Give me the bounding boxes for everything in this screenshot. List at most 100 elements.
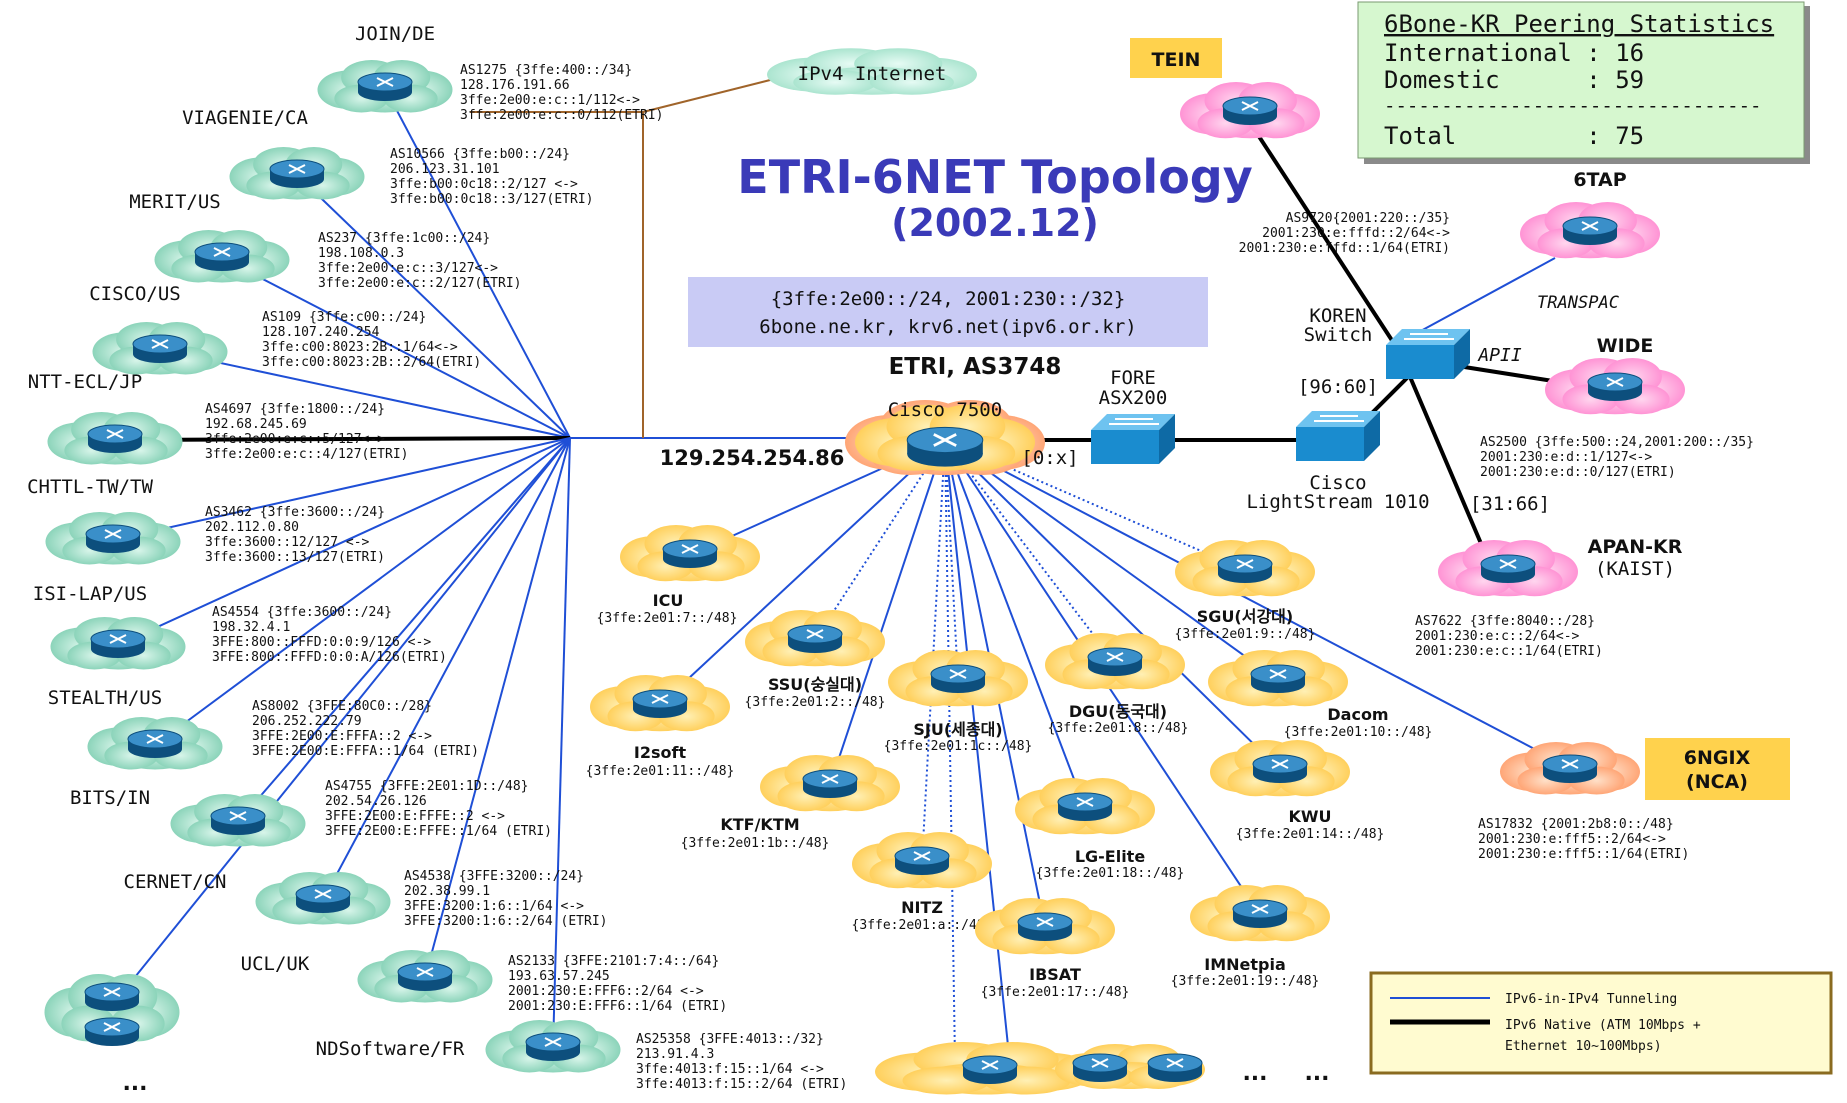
router-icon [1072,1053,1128,1082]
domestic-name: SJU(세종대) [913,720,1002,739]
lightstream-port: [96:60] [1298,376,1378,398]
router-icon [662,539,718,568]
ipv4-internet-label: IPv4 Internet [798,63,947,85]
link-ndsoftware-fr [552,437,571,1049]
link-viagenie-ca [296,174,571,439]
apii-label: APII [1477,345,1522,366]
router-icon [269,159,325,188]
router-icon [1087,647,1143,676]
peer-info-line: 213.91.4.3 [636,1047,714,1062]
fore-label-1: FORE [1110,367,1156,389]
link-join-de [384,87,571,439]
link-stealth-us [154,437,571,746]
ngix-label-2: (NCA) [1686,771,1748,793]
domestic-name: DGU(동국대) [1069,702,1167,721]
link-etri-6ngix [944,439,1566,766]
domestic-prefix: {3ffe:2e01:a::/48} [852,918,993,933]
link-koren-tein [1243,113,1397,347]
koren-label-1: KOREN [1309,305,1366,327]
wide-label: WIDE [1597,335,1654,357]
etri-router-label: Cisco 7500 [888,399,1002,421]
koren-switch-icon [1386,329,1470,379]
ngix-badge [1645,738,1790,800]
peer-name: NTT-ECL/JP [28,371,142,393]
link-isi-lap-us [117,437,571,646]
peer-info-line: 3ffe:b00:0c18::3/127(ETRI) [390,192,594,207]
router-icon [357,72,413,101]
domestic-prefix: {3ffe:2e01:19::/48} [1171,974,1320,989]
peer-info-line: 192.68.245.69 [205,417,307,432]
stats-domestic: Domestic : 59 [1384,66,1644,94]
stats-separator: --------------------------------- [1384,95,1762,117]
fore-label-2: ASX200 [1099,387,1168,409]
domestic-name: IMNetpia [1204,955,1286,974]
fore-asx200-switch-icon [1091,414,1175,464]
peer-info-line: 3ffe:2e00:e:c::3/127<-> [318,261,498,276]
peer-info-line: AS8002 {3FFE:80C0::/28} [252,699,432,714]
apan-info-line: 2001:230:e:c::2/64<-> [1415,629,1580,644]
link-ntt-ecl-jp [114,436,571,442]
domestic-prefix: {3ffe:2e01:9::/48} [1175,627,1316,642]
etri-address: 129.254.254.86 [660,446,845,470]
peer-info-line: 3ffe:3600::12/127 <-> [205,535,370,550]
link-unlabeled-peer [109,437,571,1009]
stats-title: 6Bone-KR Peering Statistics [1384,10,1774,38]
router-icon [1542,754,1598,783]
sixtap-info-line: AS9720{2001:220::/35} [1286,211,1450,226]
apan-port: [31:66] [1470,493,1550,515]
peer-info-line: AS1275 {3ffe:400::/34} [460,63,632,78]
peer-info-line: 3ffe:b00:0c18::2/127 <-> [390,177,578,192]
link-cernet-cn [322,437,571,901]
ngix-info-line: 2001:230:e:fff5::2/64<-> [1478,832,1666,847]
ngix-info-line: 2001:230:e:fff5::1/64(ETRI) [1478,847,1689,862]
link-domestic [944,439,1116,664]
domestic-name: IBSAT [1029,965,1081,984]
peer-info-line: 3ffe:2e00:e:c::4/127(ETRI) [205,447,409,462]
domestic-prefix: {3ffe:2e01:10::/48} [1284,725,1433,740]
peer-name: BITS/IN [70,787,150,809]
peer-info-line: AS4538 {3FFE:3200::/24} [404,869,584,884]
wide-info-line: 2001:230:e:d::0/127(ETRI) [1480,465,1676,480]
cisco-7500-router-icon [906,426,984,467]
router-icon [930,664,986,693]
peer-info-line: AS10566 {3ffe:b00::/24} [390,147,570,162]
ngix-info-line: AS17832 {2001:2b8:0::/48} [1478,817,1674,832]
link-domestic [921,439,946,863]
domestic-prefix: {3ffe:2e01:11::/48} [586,764,735,779]
router-icon [132,334,188,363]
router-icon [894,846,950,875]
peer-info-line: AS109 {3ffe:c00::/24} [262,310,426,325]
domestic-prefix: {3ffe:2e01:1c::/48} [884,739,1033,754]
link-cisco-us [159,349,571,439]
domestic-prefix: {3ffe:2e01:7::/48} [597,611,738,626]
peer-info-line: 202.38.99.1 [404,884,490,899]
router-icon [127,729,183,758]
peer-info-line: 3ffe:4013:f:15::2/64 (ETRI) [636,1077,847,1092]
router-icon [295,884,351,913]
link-domestic [829,439,946,786]
router-icon [1217,554,1273,583]
apan-sub-label: (KAIST) [1595,558,1675,580]
prefix-line-1: {3ffe:2e00::/24, 2001:230::/32} [771,288,1126,310]
peer-info-line: 3ffe:2e00:e:c::2/127(ETRI) [318,276,522,291]
peer-info-line: AS4755 {3FFE:2E01:1D::/48} [325,779,529,794]
router-icon [84,1017,140,1046]
peer-info-line: 3FFE:3200:1:6::2/64 (ETRI) [404,914,608,929]
peer-info-line: 202.54.26.126 [325,794,427,809]
peer-info-line: 2001:230:E:FFF6::1/64 (ETRI) [508,999,727,1014]
diagram-subtitle: (2002.12) [891,201,1099,245]
peer-info-line: 3FFE:2E00:E:FFFA::1/64 (ETRI) [252,744,479,759]
router-icon [84,982,140,1011]
peer-info-line: 3FFE:800::FFFD:0:0:9/126 <-> [212,635,431,650]
router-icon [397,962,453,991]
etri-port: [0:x] [1021,447,1078,469]
legend-tunnel-label: IPv6-in-IPv4 Tunneling [1505,992,1677,1007]
legend-native-label-2: Ethernet 10~100Mbps) [1505,1039,1662,1054]
stats-international: International : 16 [1384,39,1644,67]
link-domestic [659,439,946,706]
router-icon [525,1032,581,1061]
domestic-name: Dacom [1327,705,1388,724]
link-domestic [944,439,959,681]
link-domestic [944,439,1086,809]
